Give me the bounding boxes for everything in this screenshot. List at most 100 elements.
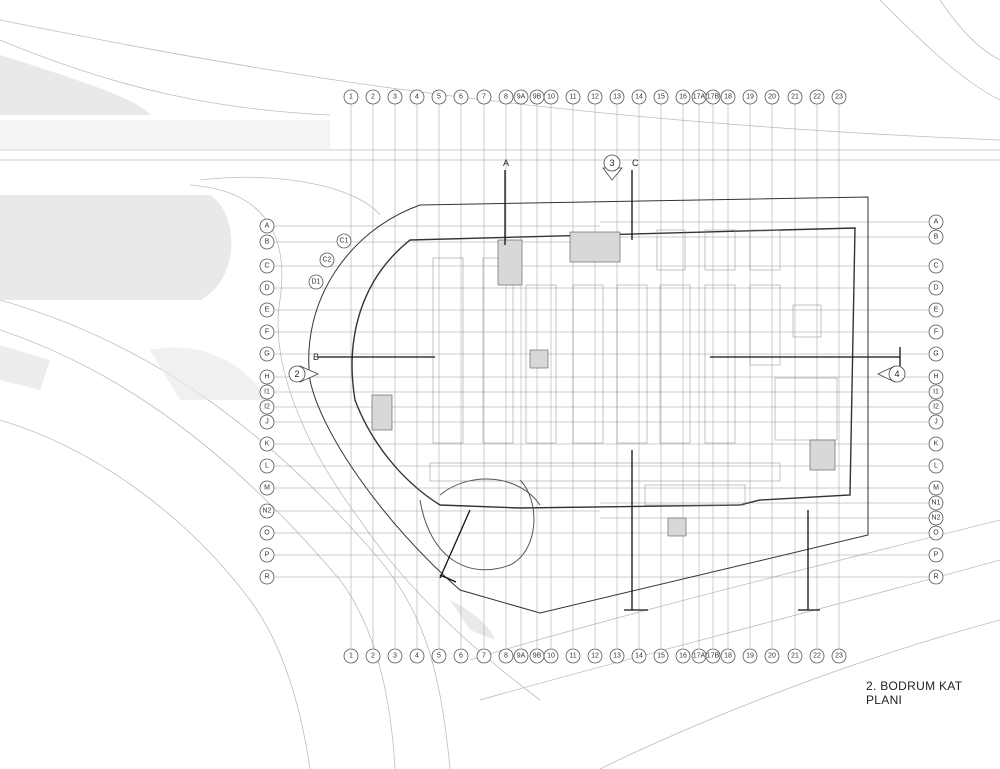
row-grid-lines <box>275 221 928 578</box>
axis-bubble-top-2: 2 <box>365 89 381 105</box>
svg-text:4: 4 <box>415 94 419 101</box>
axis-bubble-left-M: M <box>259 480 275 496</box>
svg-text:5: 5 <box>437 653 441 660</box>
svg-text:17A: 17A <box>693 94 706 101</box>
axis-bubble-right-C: C <box>928 258 944 274</box>
axis-bubble-top-17A: 17A <box>691 89 707 105</box>
svg-text:O: O <box>264 530 270 537</box>
svg-text:18: 18 <box>724 653 732 660</box>
drawing-title: 2. BODRUM KAT PLANI <box>866 679 963 707</box>
axis-bubble-top-13: 13 <box>609 89 625 105</box>
svg-text:19: 19 <box>746 94 754 101</box>
axis-bubble-bottom-20: 20 <box>764 648 780 664</box>
axis-bubble-left-G: G <box>259 346 275 362</box>
svg-text:J: J <box>265 419 269 426</box>
axis-bubble-right-D: D <box>928 280 944 296</box>
svg-text:H: H <box>264 374 269 381</box>
svg-text:6: 6 <box>459 94 463 101</box>
axis-bubble-bottom-15: 15 <box>653 648 669 664</box>
svg-text:1: 1 <box>349 94 353 101</box>
core-blocks <box>371 231 836 537</box>
svg-text:21: 21 <box>791 94 799 101</box>
axis-bubble-right-I1: I1 <box>928 384 944 400</box>
axis-bubble-right-K: K <box>928 436 944 452</box>
svg-text:20: 20 <box>768 653 776 660</box>
axis-bubble-right-E: E <box>928 302 944 318</box>
svg-text:8: 8 <box>504 94 508 101</box>
svg-text:A: A <box>934 219 939 226</box>
axis-bubble-left-D: D <box>259 280 275 296</box>
axis-bubble-left-K: K <box>259 436 275 452</box>
axis-bubble-bottom-21: 21 <box>787 648 803 664</box>
axis-bubble-top-7: 7 <box>476 89 492 105</box>
svg-text:9B: 9B <box>533 94 542 101</box>
svg-text:21: 21 <box>791 653 799 660</box>
axis-bubble-right-I2: I2 <box>928 399 944 415</box>
svg-text:P: P <box>265 552 270 559</box>
svg-text:R: R <box>933 574 938 581</box>
axis-bubble-bottom-8: 8 <box>498 648 514 664</box>
svg-text:G: G <box>264 351 269 358</box>
axis-bubble-bottom-17A: 17A <box>691 648 707 664</box>
axis-bubble-left-I1: I1 <box>259 384 275 400</box>
axis-bubble-bottom-1: 1 <box>343 648 359 664</box>
svg-text:C2: C2 <box>323 257 332 264</box>
axis-bubble-top-8: 8 <box>498 89 514 105</box>
svg-text:J: J <box>934 419 938 426</box>
svg-text:7: 7 <box>482 653 486 660</box>
axis-bubble-bottom-18: 18 <box>720 648 736 664</box>
svg-text:9A: 9A <box>517 653 526 660</box>
axis-bubble-top-12: 12 <box>587 89 603 105</box>
axis-bubble-right-J: J <box>928 414 944 430</box>
axis-bubble-right-O: O <box>928 525 944 541</box>
axis-bubble-left-H: H <box>259 369 275 385</box>
svg-text:10: 10 <box>547 94 555 101</box>
axis-bubble-left-J: J <box>259 414 275 430</box>
section-marker-3: 3 <box>602 154 623 181</box>
svg-text:M: M <box>264 485 270 492</box>
axis-bubble-left-R: R <box>259 569 275 585</box>
axis-bubble-top-11: 11 <box>565 89 581 105</box>
svg-text:I1: I1 <box>933 389 939 396</box>
axis-bubble-bottom-17B: 17B <box>705 648 721 664</box>
axis-bubble-bottom-13: 13 <box>609 648 625 664</box>
section-marker-2-label: 2 <box>294 369 299 379</box>
svg-text:9A: 9A <box>517 94 526 101</box>
axis-bubble-top-22: 22 <box>809 89 825 105</box>
axis-bubble-right-R: R <box>928 569 944 585</box>
axis-bubble-bottom-4: 4 <box>409 648 425 664</box>
svg-text:K: K <box>934 441 939 448</box>
axis-bubble-right-G: G <box>928 346 944 362</box>
axis-bubble-top-4: 4 <box>409 89 425 105</box>
svg-text:10: 10 <box>547 653 555 660</box>
svg-text:C: C <box>933 263 938 270</box>
axis-bubble-right-B: B <box>928 229 944 245</box>
axis-bubble-top-20: 20 <box>764 89 780 105</box>
svg-text:F: F <box>265 329 269 336</box>
svg-text:8: 8 <box>504 653 508 660</box>
axis-bubble-top-14: 14 <box>631 89 647 105</box>
axis-bubble-bottom-9A: 9A <box>513 648 529 664</box>
svg-text:20: 20 <box>768 94 776 101</box>
axis-bubble-bottom-19: 19 <box>742 648 758 664</box>
axis-bubble-top-18: 18 <box>720 89 736 105</box>
svg-text:11: 11 <box>569 653 576 660</box>
section-marker-4: 4 <box>877 365 906 383</box>
svg-text:13: 13 <box>613 653 621 660</box>
axis-bubble-bottom-11: 11 <box>565 648 581 664</box>
axis-bubble-right-P: P <box>928 547 944 563</box>
svg-text:B: B <box>934 234 939 241</box>
svg-text:2: 2 <box>371 653 375 660</box>
landscape-hatch <box>0 55 495 640</box>
section-marker-4-label: 4 <box>894 369 899 379</box>
section-lines <box>318 170 901 611</box>
svg-text:G: G <box>933 351 938 358</box>
axis-bubble-top-3: 3 <box>387 89 403 105</box>
column-grid-lines <box>350 104 840 648</box>
svg-text:19: 19 <box>746 653 754 660</box>
svg-text:N2: N2 <box>932 515 941 522</box>
svg-text:23: 23 <box>835 94 843 101</box>
svg-text:R: R <box>264 574 269 581</box>
svg-text:D: D <box>933 285 938 292</box>
